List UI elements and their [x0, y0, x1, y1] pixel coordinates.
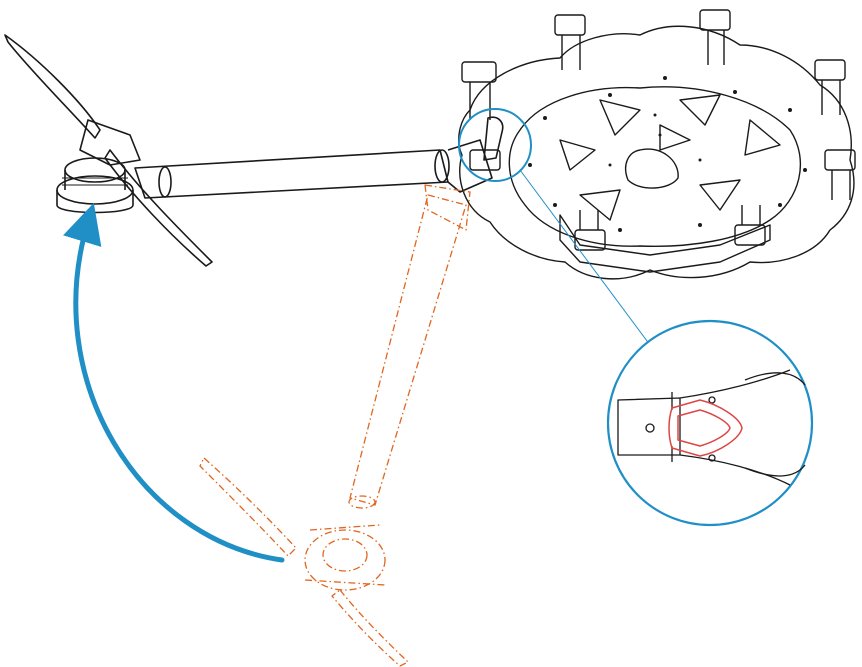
motor-extended: [56, 157, 134, 214]
arm-extended: [4, 34, 504, 267]
frame-cutout: [679, 94, 721, 126]
curved-arrow-icon: [63, 202, 285, 563]
arm-tube: [134, 149, 449, 199]
frame-cutout: [744, 119, 781, 156]
frame-bolt-holes: [528, 76, 807, 232]
frame-inner-plate: [508, 86, 802, 247]
callout-small-circle: [458, 108, 532, 182]
arm-tube-end: [434, 149, 450, 183]
propeller-blade: [104, 149, 213, 267]
frame-cutout: [559, 139, 596, 171]
center-frame: [458, 9, 856, 280]
propeller-blade: [4, 34, 101, 139]
bracket-post: [821, 80, 841, 115]
arm-socket: [824, 149, 856, 171]
arm-clamp-pin: [483, 116, 504, 161]
bracket-post: [561, 35, 581, 70]
arm-socket: [814, 59, 846, 81]
callout-circle-icon: [458, 108, 814, 527]
folded-propeller-blade: [331, 589, 409, 667]
frame-cutout: [579, 189, 621, 221]
motor-folded: [304, 524, 386, 591]
arm-socket: [461, 61, 497, 83]
bracket-post: [707, 30, 725, 65]
arm-socket: [699, 9, 731, 31]
frame-cutout: [599, 99, 641, 136]
callout-leader-line: [519, 169, 651, 346]
propeller-hub: [79, 119, 141, 166]
callout-latch-detail: [617, 369, 806, 486]
arm-folded: [199, 184, 471, 667]
folded-tube-joint: [348, 495, 376, 509]
frame-center-dome: [624, 148, 679, 189]
arm-clamp: [447, 139, 493, 193]
frame-lower-skirt: [559, 214, 771, 273]
callout-large-circle: [606, 319, 814, 527]
folded-arm-clamp: [424, 184, 471, 231]
bracket-post: [741, 205, 761, 225]
arm-socket: [554, 14, 586, 36]
bracket-post: [831, 170, 851, 200]
arm-socket: [734, 224, 766, 246]
frame-outer-plate: [458, 25, 855, 280]
frame-cutout: [659, 124, 691, 151]
latch-highlight: [668, 399, 743, 457]
folded-arm-tube: [349, 194, 467, 506]
arm-tube-joint: [158, 166, 172, 198]
arm-socket: [574, 229, 606, 251]
bracket-post: [469, 82, 491, 120]
frame-cutout: [699, 179, 741, 211]
folded-propeller-blade: [199, 457, 297, 557]
bracket-post: [579, 210, 599, 230]
